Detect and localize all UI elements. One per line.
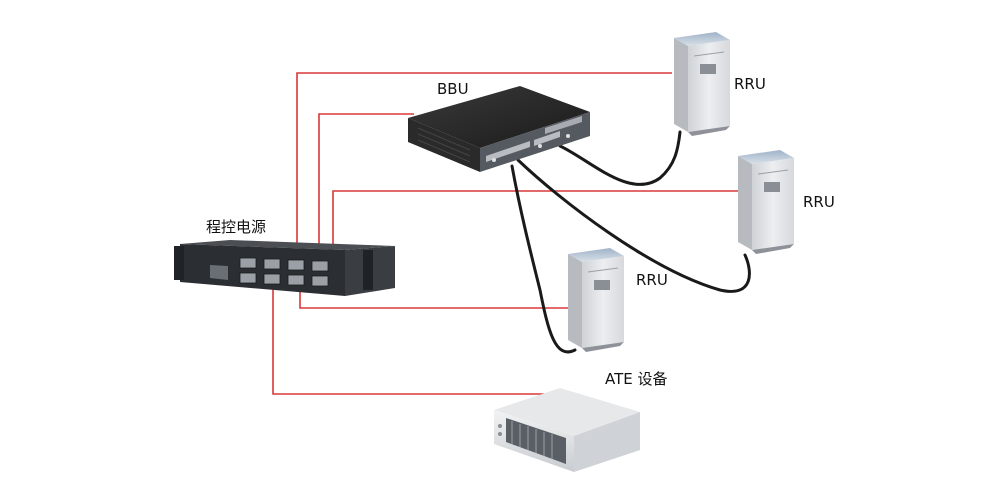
ate-label: ATE 设备: [605, 370, 668, 388]
rru-top-unit: [674, 32, 730, 136]
rru-top-label: RRU: [734, 75, 766, 93]
power-supply-unit: [174, 240, 395, 296]
fiber-bbu-rru-top: [558, 130, 682, 186]
power-supply-label: 程控电源: [206, 218, 267, 236]
bbu-label: BBU: [437, 80, 469, 98]
power-wire-rru-top: [296, 72, 672, 244]
power-wire-ate: [272, 289, 548, 395]
power-wires: [272, 72, 740, 395]
power-wire-rru-middle: [299, 289, 568, 309]
rru-right-unit: [738, 150, 794, 254]
power-wire-rru-right: [332, 190, 740, 244]
rru-middle-label: RRU: [636, 271, 668, 289]
fiber-cables: [510, 130, 751, 354]
power-wire-bbu: [318, 113, 414, 244]
rru-middle-unit: [568, 248, 624, 352]
fiber-bbu-rru-middle: [510, 164, 577, 354]
rru-right-label: RRU: [803, 193, 835, 211]
fiber-bbu-rru-right: [516, 158, 751, 293]
bbu-unit: [408, 86, 590, 172]
ate-equipment: [494, 388, 640, 472]
